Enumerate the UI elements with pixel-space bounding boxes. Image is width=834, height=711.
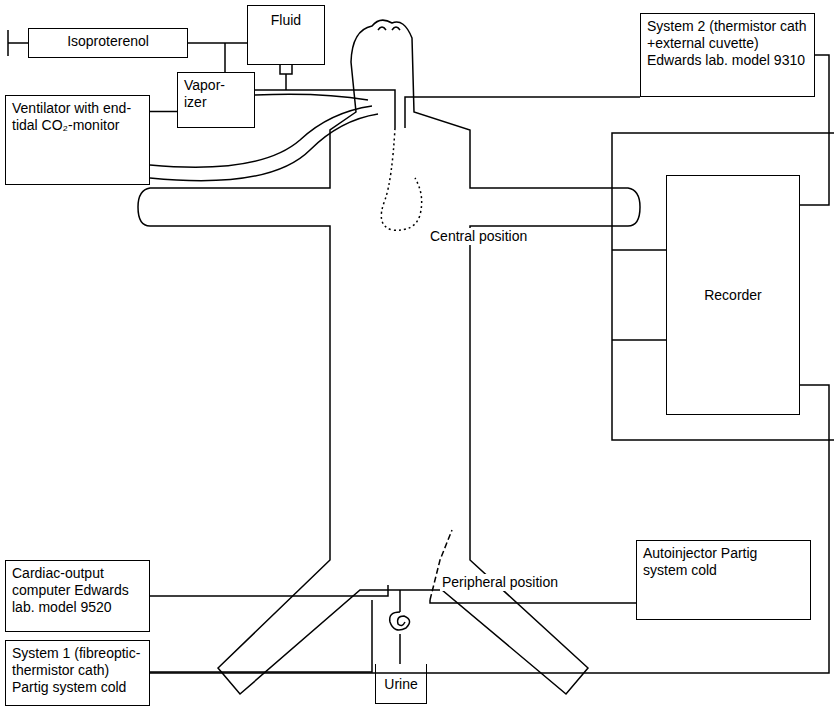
syringe-barrel: Isoproterenol — [28, 28, 188, 58]
bottle-neck — [280, 65, 292, 90]
node-text: Autoinjector Partig system cold — [643, 545, 804, 579]
urine-tube — [399, 634, 401, 664]
node-text: Ventilator with end-tidal CO₂-monitor — [12, 100, 143, 134]
connector — [188, 43, 247, 44]
nostrils — [378, 27, 400, 30]
recorder-box: Recorder — [666, 175, 800, 415]
injector-box: System 1 (fibreoptic- thermistor cath) P… — [5, 640, 150, 706]
injector-line — [150, 600, 372, 672]
recorder-wire — [612, 250, 666, 340]
node-text: Isoproterenol — [35, 33, 181, 50]
position-label: Peripheral position — [440, 574, 560, 591]
urine-beaker: Urine — [375, 664, 427, 704]
ventilator-box: Ventilator with end-tidal CO₂-monitor — [5, 95, 150, 185]
system-box: Autoinjector Partig system cold — [636, 540, 811, 620]
catheter-wire — [430, 600, 636, 603]
computer-box: Cardiac-output computer Edwards lab. mod… — [5, 560, 150, 632]
node-text: Urine — [382, 676, 420, 693]
vaporizer-box: Vapor- izer — [177, 72, 255, 128]
recorder-frame — [612, 133, 834, 440]
catheter-wire — [150, 585, 388, 596]
node-text: Vapor- izer — [184, 77, 248, 111]
urine-catheter — [399, 590, 401, 612]
fluid-bottle: Fluid — [247, 5, 325, 65]
node-text: Fluid — [254, 12, 318, 29]
body-outline — [138, 20, 640, 694]
system-box: System 2 (thermistor cath +external cuve… — [640, 13, 815, 97]
node-text: Cardiac-output computer Edwards lab. mod… — [12, 565, 143, 616]
position-label: Central position — [428, 228, 529, 245]
connector — [150, 385, 829, 673]
node-text: Recorder — [673, 287, 793, 304]
central-catheter — [381, 128, 421, 230]
syringe-plunger — [8, 30, 28, 56]
catheter-wire — [405, 97, 640, 128]
vaporizer-tube — [255, 94, 368, 100]
catheter-coil — [390, 612, 410, 630]
node-text: System 1 (fibreoptic- thermistor cath) P… — [12, 645, 143, 696]
node-text: System 2 (thermistor cath +external cuve… — [647, 18, 808, 69]
connector — [150, 111, 177, 112]
